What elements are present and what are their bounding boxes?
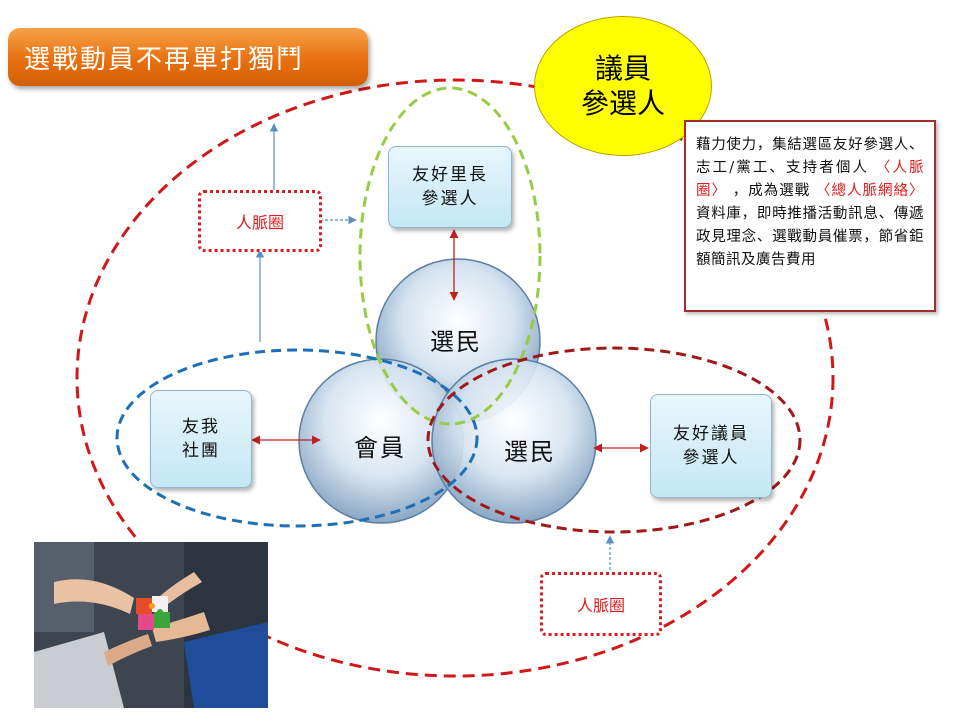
page-title: 選戰動員不再單打獨鬥: [8, 28, 368, 86]
network-circle-label-lower: 人脈圈: [540, 572, 662, 636]
box-left-line2: 社團: [182, 441, 220, 461]
note-text-part3: 資料庫，即時推播活動訊息、傳遞政見理念、選戰動員催票，節省鉅額簡訊及廣告費用: [696, 206, 924, 268]
outer-network-ellipse: [75, 78, 835, 678]
darkred-group-ellipse: [426, 346, 802, 534]
voter-label-top: 選民: [430, 328, 482, 356]
green-group-ellipse: [358, 86, 542, 426]
box-left-line1: 友我: [182, 417, 220, 437]
puzzle-hands-photo: [34, 542, 268, 708]
voter-label-right: 選民: [504, 438, 556, 466]
note-text-part1: 藉力使力，集結選區友好參選人、志工/黨工、支持者個人: [696, 137, 924, 176]
note-highlight-network-circle: 〈人脈圈〉: [696, 160, 925, 199]
description-note: 藉力使力，集結選區友好參選人、志工/黨工、支持者個人 〈人脈圈〉 ，成為選戰 〈…: [684, 120, 936, 312]
box-top-line1: 友好里長: [412, 165, 488, 185]
box-right-line1: 友好議員: [673, 424, 749, 444]
box-village-chief-candidate: 友好里長 參選人: [388, 146, 512, 228]
voter-circle-right: [431, 358, 597, 524]
member-label: 會員: [354, 434, 406, 462]
candidate-label-line2: 參選人: [580, 87, 665, 120]
box-friendly-club: 友我 社團: [150, 390, 252, 488]
blue-group-ellipse: [115, 348, 479, 528]
network-circle-label-upper: 人脈圈: [198, 190, 322, 252]
box-top-line2: 參選人: [421, 189, 479, 209]
candidate-bubble: 議員 參選人: [534, 16, 712, 156]
note-text-part2: ，成為選戰: [732, 183, 811, 199]
puzzle-hands-image: [34, 542, 268, 708]
candidate-label-line1: 議員: [594, 52, 651, 85]
box-friendly-councilor-candidate: 友好議員 參選人: [650, 394, 772, 498]
box-right-line2: 參選人: [682, 448, 740, 468]
note-highlight-total-network: 〈總人脈網絡〉: [815, 183, 925, 199]
